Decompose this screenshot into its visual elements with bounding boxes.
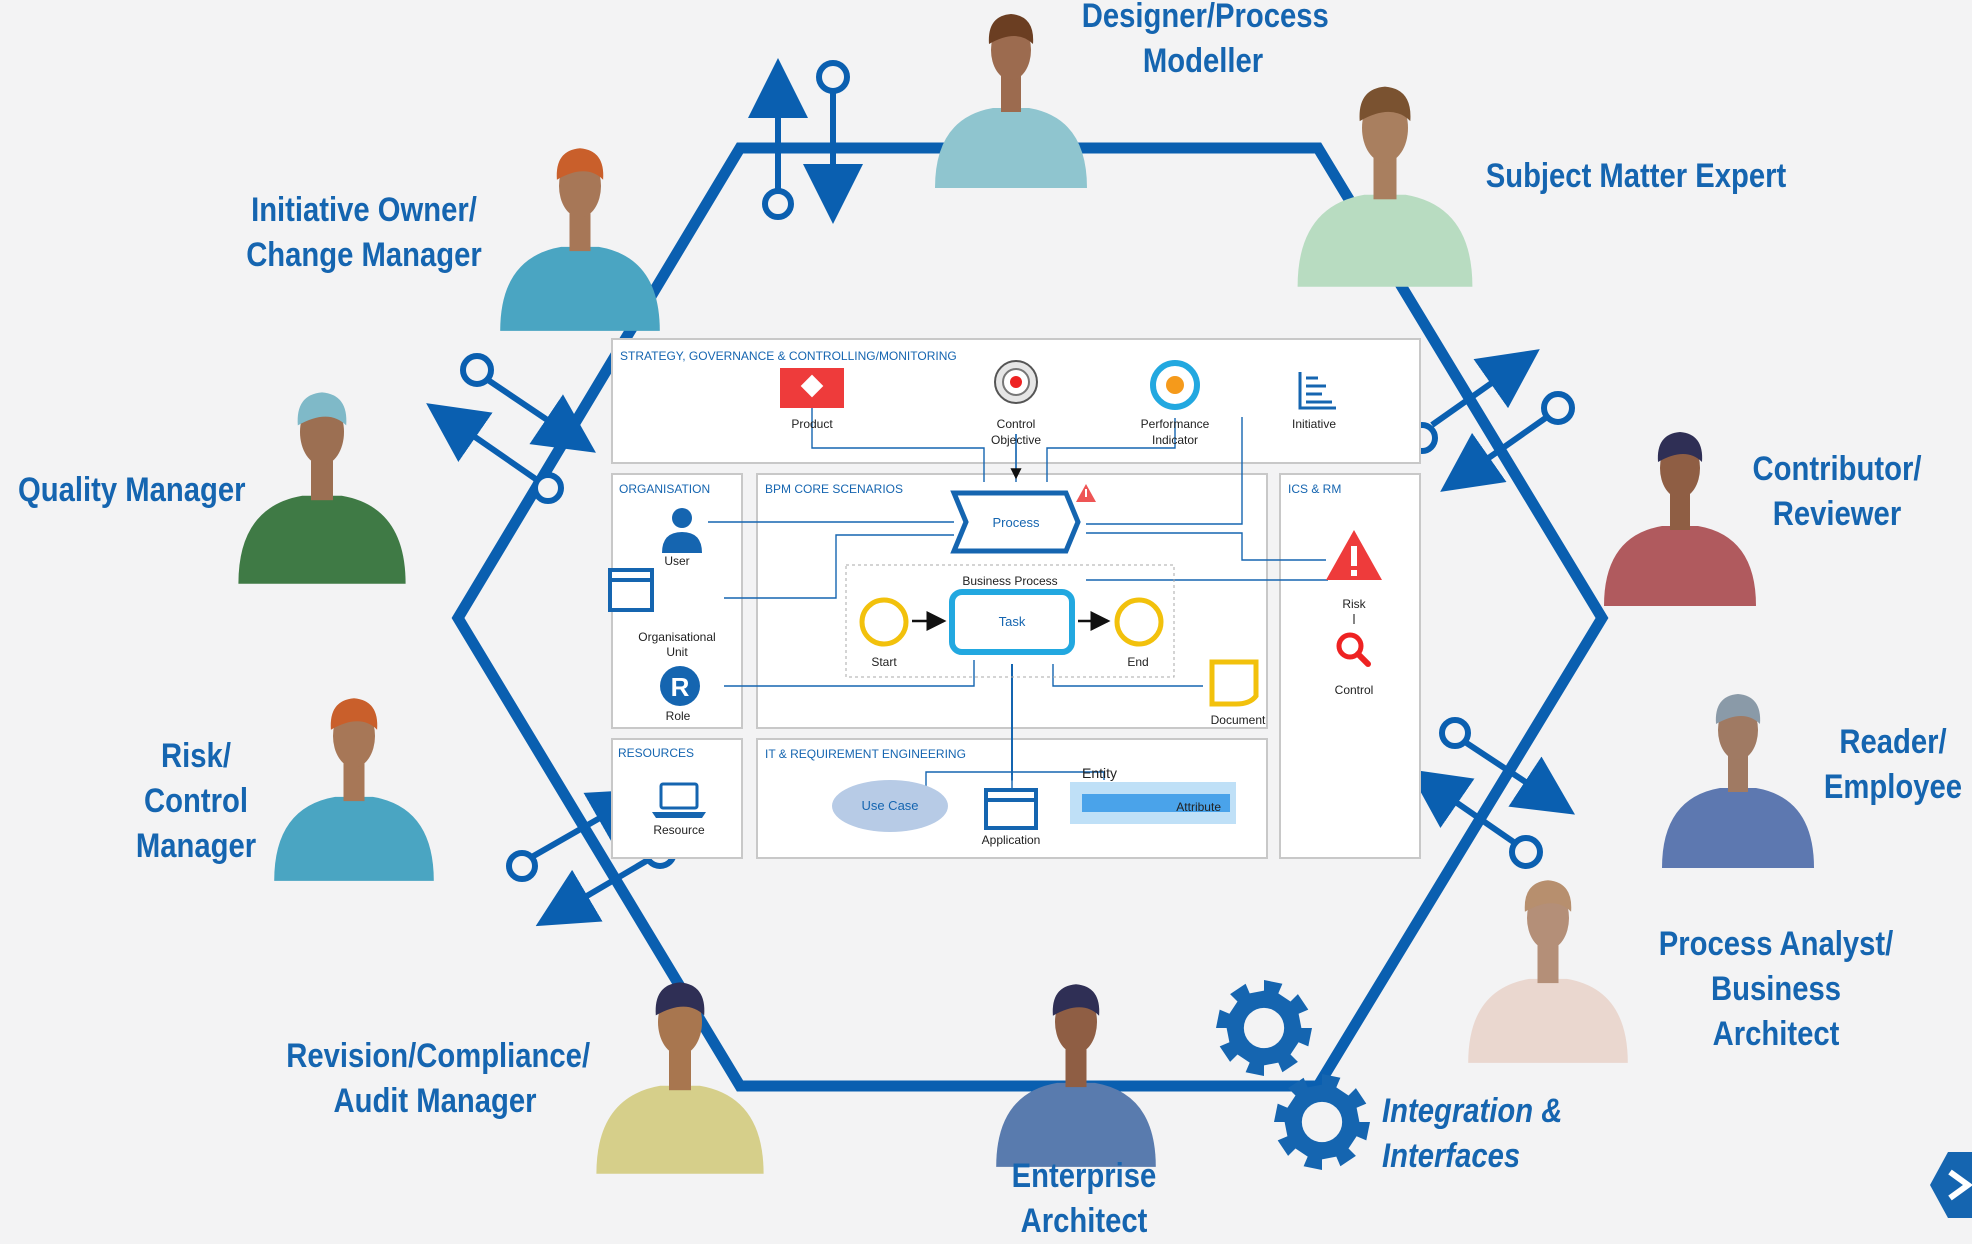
org-unit-icon [608, 568, 654, 612]
magnifier-icon [1336, 632, 1371, 667]
attribute-label: Attribute [1176, 800, 1221, 814]
laptop-icon [652, 782, 706, 818]
entity-label: Entity [1082, 765, 1117, 781]
revision-avatar [596, 982, 764, 1174]
org-unit-label: Organisational [638, 630, 715, 644]
role-icon: R [660, 666, 700, 706]
initiative-label: Initiative [1292, 417, 1336, 431]
control-objective-label: Objective [991, 433, 1041, 447]
role-label-process-analyst: Process Analyst/ Business Architect [1658, 925, 1894, 1053]
user-icon [662, 508, 702, 553]
interface-arrow-icon [426, 58, 1576, 927]
gear-hole [1301, 1101, 1343, 1143]
task-label: Task [999, 614, 1026, 629]
panel-title: BPM CORE SCENARIOS [765, 482, 903, 496]
business-process-boundary [845, 564, 1175, 678]
warning-icon [1076, 484, 1096, 502]
resource-label: Resource [653, 823, 705, 837]
application-icon [984, 788, 1038, 830]
control-label: Control [1335, 683, 1374, 697]
role-label-designer: Designer/Process Modeller [1081, 0, 1329, 80]
role-label-integration: Integration & Interfaces [1382, 1092, 1563, 1175]
panel-title: STRATEGY, GOVERNANCE & CONTROLLING/MONIT… [620, 349, 957, 363]
contributor-avatar [1604, 432, 1756, 606]
risk-icon [1326, 530, 1382, 580]
role-label-initiative-owner: Initiative Owner/ Change Manager [246, 191, 482, 274]
connector-lines [708, 406, 1328, 808]
role-label-enterprise-architect: Enterprise Architect [1011, 1157, 1157, 1240]
process-analyst-avatar [1468, 880, 1628, 1063]
panel-title: ORGANISATION [619, 482, 710, 496]
panel-title: RESOURCES [618, 746, 694, 760]
sme-avatar [1297, 86, 1473, 287]
use-case-shape: Use Case [832, 780, 948, 832]
role-label-reader: Reader/ Employee [1823, 723, 1963, 806]
quality-manager-avatar [238, 392, 406, 584]
application-label: Application [982, 833, 1041, 847]
initiative-icon [1298, 372, 1336, 410]
kpi-icon [1150, 360, 1200, 410]
enterprise-architect-avatar [996, 984, 1156, 1167]
reader-avatar [1662, 694, 1814, 868]
document-icon [1209, 659, 1259, 707]
designer-avatar [935, 14, 1087, 188]
kpi-label: Indicator [1152, 433, 1198, 447]
task-shape: Task [949, 589, 1075, 655]
role-label: Role [666, 709, 691, 723]
product-icon [780, 368, 844, 408]
kpi-label: Performance [1141, 417, 1210, 431]
panel-title: ICS & RM [1288, 482, 1341, 496]
end-label: End [1127, 655, 1148, 669]
risk-control-avatar [274, 698, 434, 881]
initiative-owner-avatar [500, 148, 660, 331]
start-event-icon [859, 597, 909, 647]
gear-hole [1243, 1007, 1285, 1049]
document-label: Document [1211, 713, 1266, 727]
gear-icon [1216, 980, 1370, 1170]
business-process-label: Business Process [962, 574, 1057, 588]
org-unit-label: Unit [666, 645, 688, 659]
use-case-label: Use Case [861, 798, 918, 813]
end-event-icon [1114, 597, 1164, 647]
risk-label: Risk [1342, 597, 1366, 611]
process-shape: Process [950, 490, 1081, 554]
panel-title: IT & REQUIREMENT ENGINEERING [765, 747, 966, 761]
panel-ics: ICS & RM [1279, 473, 1421, 859]
user-label: User [664, 554, 689, 568]
people-avatars [238, 14, 1814, 1174]
control-objective-label: Control [997, 417, 1036, 431]
entity-shape [1070, 782, 1236, 824]
role-label-sme: Subject Matter Expert [1485, 157, 1787, 195]
role-label-quality-manager: Quality Manager [18, 471, 246, 509]
target-icon [994, 360, 1038, 404]
svg-text:R: R [671, 672, 690, 702]
brand-logo-icon [1930, 1152, 1972, 1218]
role-label-contributor: Contributor/ Reviewer [1752, 450, 1922, 533]
product-label: Product [791, 417, 833, 431]
role-label-revision: Revision/Compliance/ Audit Manager [286, 1037, 591, 1120]
process-label: Process [993, 515, 1040, 530]
start-label: Start [871, 655, 897, 669]
role-label-risk-control: Risk/ Control Manager [135, 737, 257, 865]
